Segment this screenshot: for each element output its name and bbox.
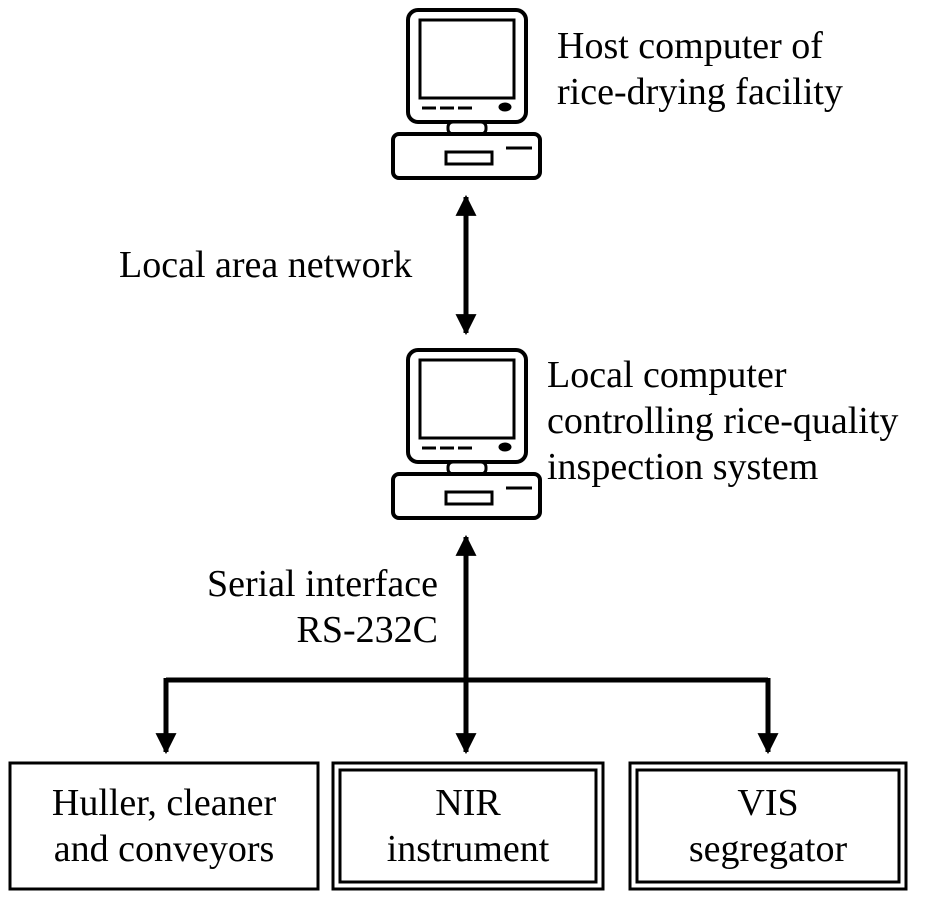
- nir-label-line1: NIR: [435, 782, 501, 824]
- huller-label-line1: Huller, cleaner: [51, 782, 277, 824]
- host-label-line2: rice-drying facility: [557, 71, 843, 113]
- nir-label-line2: instrument: [386, 828, 550, 870]
- vis-box: [628, 761, 908, 891]
- local-computer-label: Local computer controlling rice-quality …: [547, 352, 898, 490]
- local-label-line3: inspection system: [547, 446, 819, 488]
- nir-box-label: NIR instrument: [333, 780, 603, 872]
- local-label-line2: controlling rice-quality: [547, 400, 899, 442]
- serial-bus: [155, 534, 779, 755]
- serial-label-line1: Serial interface: [206, 563, 438, 605]
- host-label-line1: Host computer of: [557, 25, 823, 67]
- host-computer-icon: [391, 8, 542, 180]
- huller-label-line2: and conveyors: [53, 828, 275, 870]
- huller-box-label: Huller, cleaner and conveyors: [10, 780, 318, 872]
- huller-box: [8, 761, 320, 891]
- vis-label-line1: VIS: [737, 782, 799, 824]
- local-computer-icon: [391, 348, 542, 520]
- lan-label: Local area network: [119, 244, 413, 286]
- local-label-line1: Local computer: [547, 354, 787, 396]
- serial-label-line2: RS-232C: [296, 609, 438, 651]
- host-computer-label: Host computer of rice-drying facility: [557, 23, 843, 115]
- nir-box: [331, 761, 605, 891]
- vis-label-line2: segregator: [688, 828, 848, 870]
- vis-box-label: VIS segregator: [630, 780, 906, 872]
- serial-interface-label: Serial interface RS-232C: [207, 561, 438, 653]
